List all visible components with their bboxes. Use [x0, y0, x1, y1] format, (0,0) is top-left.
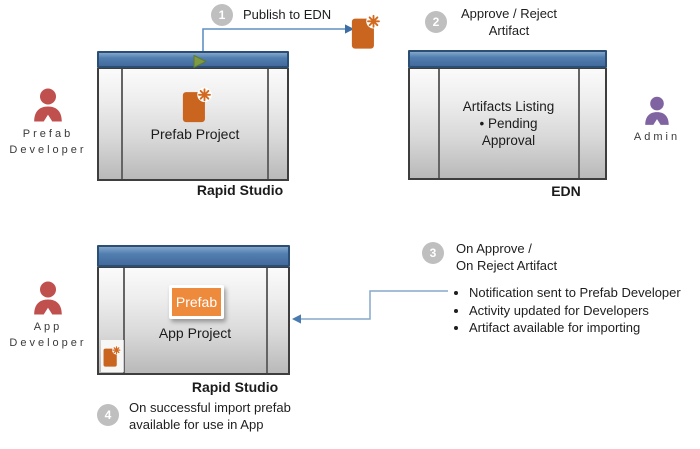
- actor-label-line2: Developer: [9, 337, 87, 349]
- step-3-label-line2: On Reject Artifact: [456, 257, 558, 273]
- artifacts-listing-text: Artifacts Listing • Pending Approval: [439, 98, 578, 149]
- step-1-badge: 1: [211, 4, 233, 26]
- panel-divider-left: [438, 69, 440, 178]
- outcome-notes-list: Notification sent to Prefab Developer Ac…: [452, 284, 681, 337]
- titlebar: [408, 50, 607, 68]
- person-icon: [34, 281, 62, 315]
- actor-label-line2: Developer: [9, 144, 87, 156]
- artifacts-listing-line3: Approval: [481, 133, 536, 148]
- titlebar: [97, 245, 290, 267]
- publish-arrow-line: [202, 28, 345, 52]
- project-label: Prefab Project: [150, 126, 240, 142]
- step-1-label: Publish to EDN: [243, 7, 332, 22]
- artifacts-listing-line1: Artifacts Listing: [462, 99, 555, 114]
- step-4-badge: 4: [97, 404, 119, 426]
- step-4-label: On successful import prefab available fo…: [129, 400, 291, 433]
- panel-divider-left: [121, 69, 123, 179]
- window-body: Prefab App Project: [97, 267, 290, 375]
- outcome-note-item: Artifact available for importing: [469, 319, 681, 336]
- person-icon: [645, 96, 669, 125]
- step-3-label-line1: On Approve /: [456, 241, 532, 256]
- project-label: App Project: [158, 325, 232, 341]
- artifacts-listing-line2: • Pending: [479, 116, 538, 131]
- titlebar: [97, 51, 289, 68]
- actor-label-line1: Admin: [633, 131, 681, 143]
- actor-prefab-developer: Prefab Developer: [2, 88, 94, 158]
- panel-divider-right: [266, 268, 268, 373]
- prefab-project-file-icon: [182, 87, 212, 123]
- actor-label-line1: Prefab: [22, 128, 74, 140]
- play-icon: [193, 55, 207, 68]
- window-rapid-studio-top: Prefab Project: [97, 51, 289, 181]
- panel-divider-right: [267, 69, 269, 179]
- window-edn: Artifacts Listing • Pending Approval: [408, 50, 607, 180]
- window-body: Prefab Project: [97, 68, 289, 181]
- outcome-note-item: Activity updated for Developers: [469, 302, 681, 319]
- imported-prefab-file-icon: [103, 345, 121, 367]
- step-2-label-line2: Artifact: [488, 22, 530, 38]
- person-icon: [34, 88, 62, 122]
- window-body: Artifacts Listing • Pending Approval: [408, 68, 607, 180]
- step-4-label-line1: On successful import prefab: [129, 400, 291, 415]
- step-2-badge: 2: [425, 11, 447, 33]
- step-3-badge: 3: [422, 242, 444, 264]
- caption-rapid-studio-bottom: Rapid Studio: [191, 379, 279, 395]
- step-2-label: Approve / Reject Artifact: [453, 6, 565, 39]
- notify-arrow-line: [301, 290, 448, 320]
- outcome-note-item: Notification sent to Prefab Developer: [469, 284, 681, 301]
- actor-label-line1: App: [33, 321, 63, 333]
- panel-divider-left: [123, 268, 125, 373]
- caption-rapid-studio-top: Rapid Studio: [196, 182, 284, 198]
- actor-app-developer: App Developer: [2, 281, 94, 351]
- step-2-label-line1: Approve / Reject: [460, 6, 558, 21]
- window-rapid-studio-bottom: Prefab App Project: [97, 245, 290, 375]
- published-artifact-icon: [351, 14, 381, 49]
- prefab-badge: Prefab: [169, 285, 224, 319]
- panel-divider-right: [578, 69, 580, 178]
- actor-admin: Admin: [617, 96, 697, 145]
- step-4-label-line2: available for use in App: [129, 416, 264, 432]
- notify-arrow-head: [292, 314, 301, 324]
- caption-edn: EDN: [551, 183, 581, 199]
- step-3-label: On Approve / On Reject Artifact: [456, 241, 557, 274]
